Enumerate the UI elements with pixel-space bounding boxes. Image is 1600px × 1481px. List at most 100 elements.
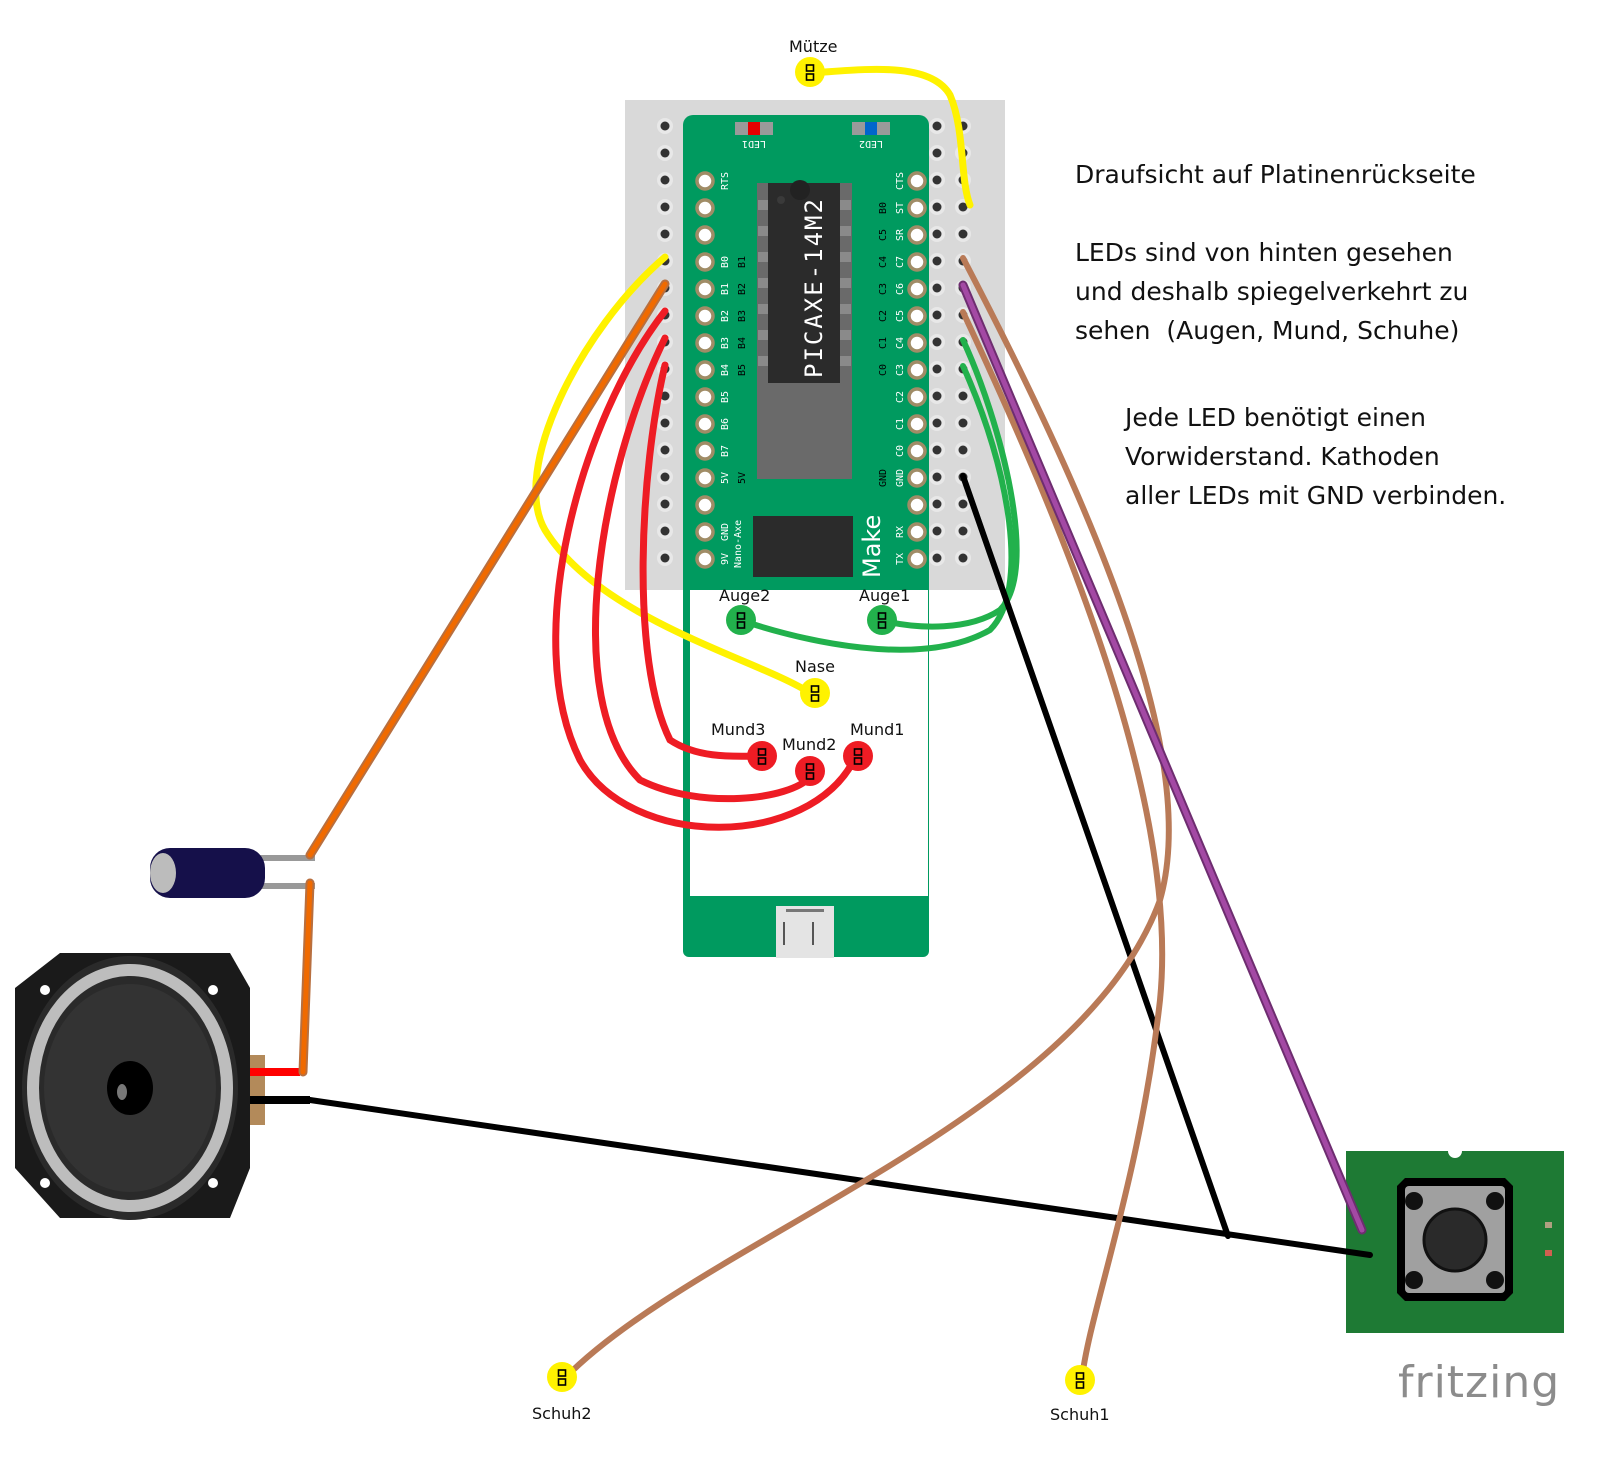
perf-hole-center	[660, 472, 670, 482]
pin-label: C1	[895, 418, 906, 430]
perf-hole-center	[932, 337, 942, 347]
pin-label: B1	[737, 256, 748, 268]
wires	[298, 65, 1373, 1381]
pcb-pin-left	[695, 495, 715, 515]
led-pad	[736, 621, 746, 629]
led-pad	[805, 73, 815, 81]
label-muetze: Mütze	[789, 37, 837, 56]
onboard-led2: LED2	[852, 122, 890, 149]
pin-label: C4	[895, 337, 906, 349]
perf-hole-center	[660, 229, 670, 239]
chip-leg	[839, 252, 851, 262]
led-pad	[853, 748, 863, 756]
chip-leg	[839, 226, 851, 236]
led-schuh2	[547, 1362, 577, 1392]
pin-label: C6	[895, 283, 906, 295]
pin-label: 5V	[737, 472, 748, 484]
pcb-pin-right	[907, 441, 927, 461]
led-auge1	[867, 605, 897, 635]
perf-hole-center	[958, 499, 968, 509]
pin-label: GND	[878, 469, 889, 487]
pcb-pin-left	[695, 306, 715, 326]
pin-label: GND	[895, 469, 906, 487]
led-pad	[805, 772, 815, 780]
note-leds-2: und deshalb spiegelverkehrt zu	[1075, 277, 1469, 306]
usb-chip	[753, 516, 853, 577]
pin-label: B0	[878, 202, 889, 214]
led-pad	[805, 763, 815, 771]
wire-red-mund3	[639, 361, 766, 760]
perf-hole-center	[958, 202, 968, 212]
pcb-pin-left	[695, 468, 715, 488]
led-auge2	[726, 605, 756, 635]
pin-label: B5	[720, 391, 731, 403]
pcb-pin-right	[907, 198, 927, 218]
pcb-pin-left	[695, 360, 715, 380]
pcb-pin-left	[695, 198, 715, 218]
label-schuh2: Schuh2	[532, 1404, 592, 1423]
label-schuh1: Schuh1	[1050, 1405, 1110, 1424]
led-mund2	[795, 756, 825, 786]
led-pad	[557, 1378, 567, 1386]
perf-hole-center	[932, 418, 942, 428]
pin-label: RTS	[720, 172, 731, 190]
pcb-pin-left	[695, 333, 715, 353]
pin-label: B4	[720, 364, 731, 376]
led-mund3	[747, 741, 777, 771]
pcb-pin-left	[695, 171, 715, 191]
perf-hole-center	[932, 310, 942, 320]
perf-hole-center	[958, 229, 968, 239]
perf-hole-center	[932, 391, 942, 401]
chip-leg	[839, 304, 851, 314]
perf-hole-center	[932, 445, 942, 455]
chip-leg	[758, 330, 770, 340]
pcb-pin-right	[907, 360, 927, 380]
model-label: Nano-Axe	[733, 520, 744, 568]
pcb-pin-right	[907, 414, 927, 434]
perf-hole-center	[958, 553, 968, 563]
label-auge1: Auge1	[859, 586, 910, 605]
pcb-pin-left	[695, 414, 715, 434]
pcb-pin-left	[695, 225, 715, 245]
pin-label: C2	[895, 391, 906, 403]
chip-leg	[839, 356, 851, 366]
chip-leg	[839, 330, 851, 340]
capacitor	[150, 848, 315, 898]
pcb-pin-right	[907, 468, 927, 488]
led-pad	[757, 748, 767, 756]
pin-label: B1	[720, 283, 731, 295]
perf-hole-center	[660, 499, 670, 509]
note-resistor-1: Jede LED benötigt einen	[1125, 403, 1427, 432]
led-mund1	[843, 741, 873, 771]
perf-hole-center	[932, 229, 942, 239]
pin-label: 9V	[720, 553, 731, 565]
led-pad	[853, 757, 863, 765]
perf-hole-center	[958, 418, 968, 428]
pcb-pin-left	[695, 252, 715, 272]
wire-brown-schuh1	[960, 309, 1166, 1381]
label-nase: Nase	[795, 657, 835, 676]
led2-label: LED2	[859, 138, 883, 149]
perf-hole-center	[932, 175, 942, 185]
pin-label: B3	[720, 337, 731, 349]
chip-label: PICAXE-14M2	[800, 197, 828, 378]
perf-hole-center	[932, 499, 942, 509]
pin-label: RX	[895, 526, 906, 538]
perf-hole-center	[932, 526, 942, 536]
led-pad	[810, 694, 820, 702]
note-title: Draufsicht auf Platinenrückseite	[1075, 160, 1476, 189]
pin-label: B7	[720, 445, 731, 457]
led-pad	[757, 757, 767, 765]
led-schuh1	[1065, 1365, 1095, 1395]
perf-hole-center	[660, 175, 670, 185]
led-nase	[800, 678, 830, 708]
perf-hole-center	[958, 391, 968, 401]
label-auge2: Auge2	[719, 586, 770, 605]
label-mund2: Mund2	[782, 735, 836, 754]
chip-leg	[758, 356, 770, 366]
pin-label: C4	[878, 256, 889, 268]
perf-hole-center	[660, 418, 670, 428]
pcb-pin-right	[907, 522, 927, 542]
perf-hole-center	[932, 121, 942, 131]
pin-label: B3	[737, 310, 748, 322]
